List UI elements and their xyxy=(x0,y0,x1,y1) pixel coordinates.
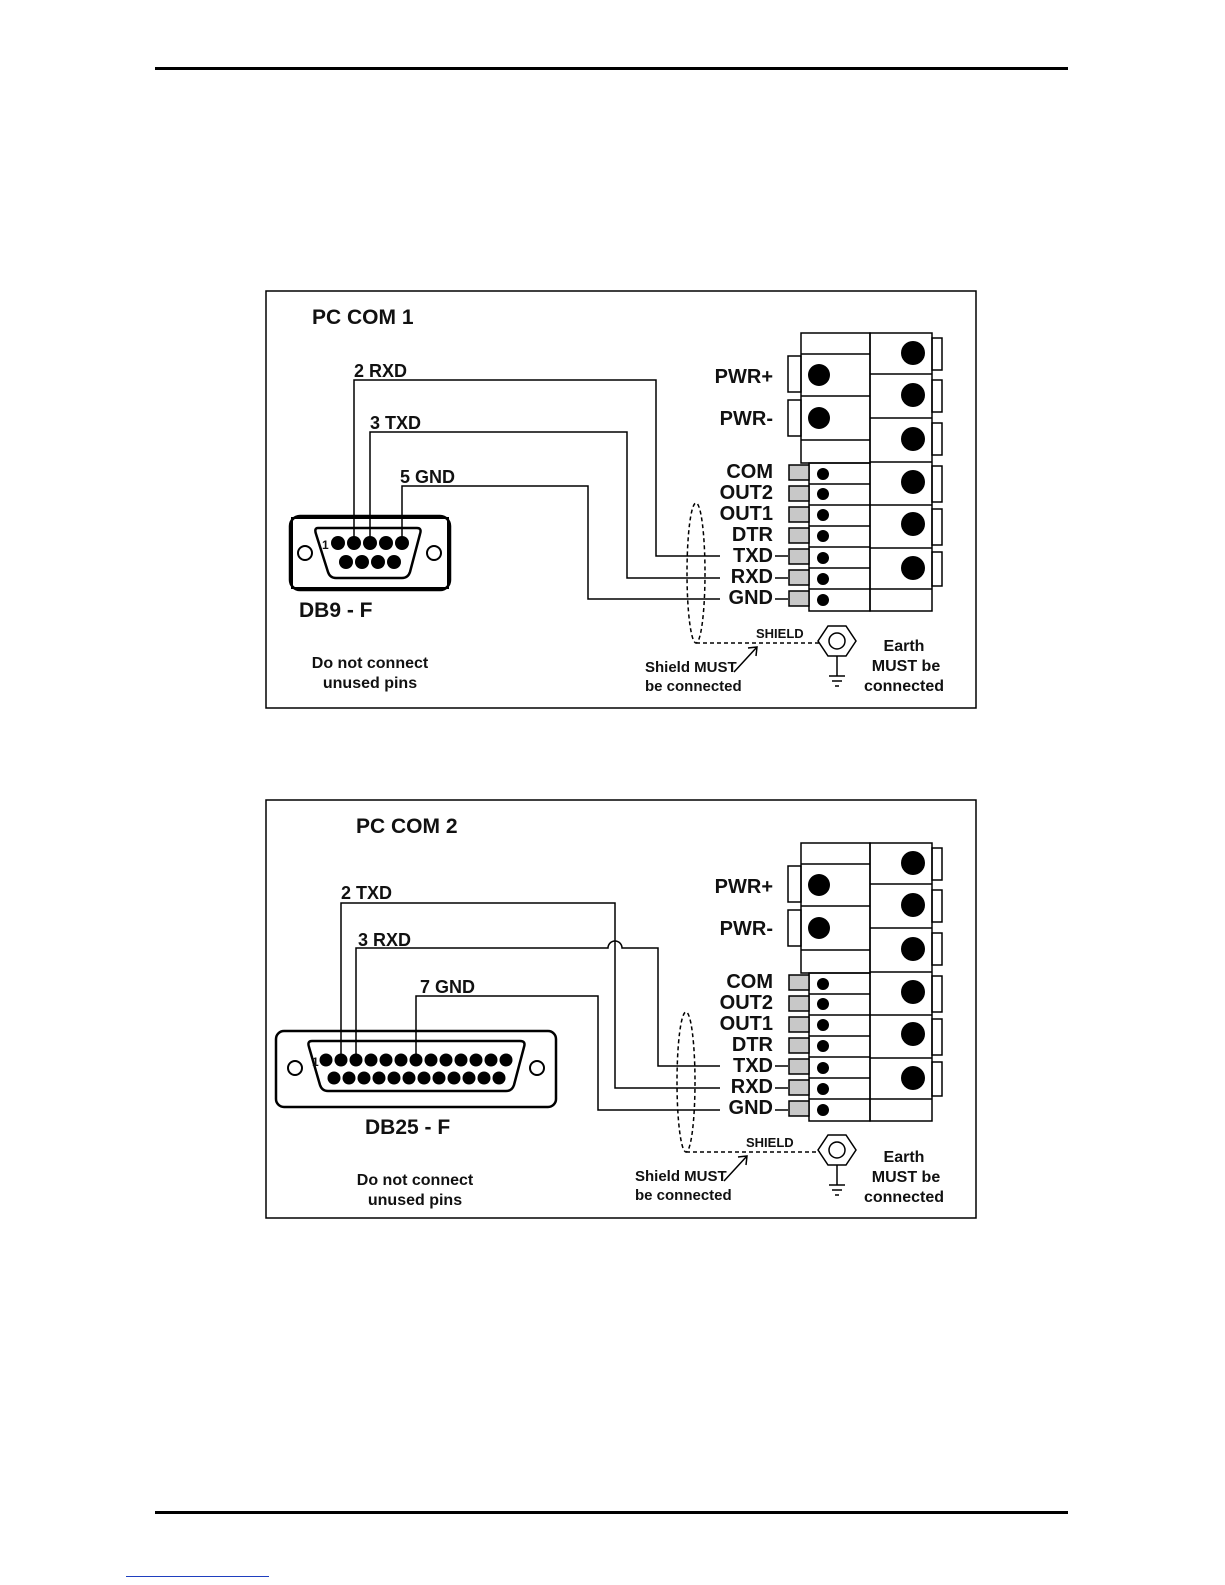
pin1-label: 1 xyxy=(312,1055,319,1069)
diagram-com2: PC COM 2 1 DB25 - F Do not connec xyxy=(265,799,977,1219)
svg-text:COM: COM xyxy=(726,971,773,993)
header-rule xyxy=(155,67,1068,70)
note-line-2: unused pins xyxy=(368,1192,462,1209)
svg-text:DTR: DTR xyxy=(732,524,774,546)
connector-label: DB9 - F xyxy=(299,599,373,622)
earth-stud-icon xyxy=(817,625,857,687)
diagram-frame xyxy=(265,799,977,1219)
power-label-minus: PWR- xyxy=(720,918,773,940)
diagram-title: PC COM 2 xyxy=(356,815,458,838)
power-label-plus: PWR+ xyxy=(715,366,773,388)
pin1-label: 1 xyxy=(322,538,329,552)
shield-note-line-1: Shield MUST xyxy=(635,1168,727,1185)
footer-rule xyxy=(155,1511,1068,1514)
terminal-pins xyxy=(788,464,829,607)
wire-label-3: 7 GND xyxy=(420,977,475,997)
db9-pin-row-bottom xyxy=(339,555,401,569)
wire-label-1: 2 TXD xyxy=(341,883,392,903)
terminal-screws-large xyxy=(808,341,925,580)
note-line-1: Do not connect xyxy=(312,655,429,672)
svg-text:GND: GND xyxy=(729,587,773,609)
wire-label-2: 3 TXD xyxy=(370,413,421,433)
diagram-com1: PC COM 1 1 DB9 - F Do not connect unused… xyxy=(265,290,977,709)
earth-stud-icon xyxy=(817,1134,857,1196)
note-line-1: Do not connect xyxy=(357,1172,474,1189)
wires xyxy=(353,379,720,600)
db25-pin-row-bottom xyxy=(327,1071,506,1085)
connector-label: DB25 - F xyxy=(365,1116,450,1139)
footer-link-underline xyxy=(126,1576,269,1577)
shield-note-line-1: Shield MUST xyxy=(645,659,737,676)
svg-text:OUT1: OUT1 xyxy=(720,1013,773,1035)
terminal-block xyxy=(775,842,943,1122)
wire-label-3: 5 GND xyxy=(400,467,455,487)
earth-note-line-3: connected xyxy=(864,1189,944,1206)
db9-connector: 1 xyxy=(288,514,452,592)
svg-text:TXD: TXD xyxy=(733,545,773,567)
diagram-title: PC COM 1 xyxy=(312,306,414,329)
earth-note-line-2: MUST be xyxy=(872,1169,941,1186)
shield-ellipse xyxy=(686,502,706,644)
diagram-frame xyxy=(265,290,977,709)
svg-text:COM: COM xyxy=(726,461,773,483)
earth-note-line-2: MUST be xyxy=(872,658,941,675)
svg-text:GND: GND xyxy=(729,1097,773,1119)
svg-text:OUT1: OUT1 xyxy=(720,503,773,525)
svg-text:OUT2: OUT2 xyxy=(720,992,773,1014)
wires xyxy=(340,902,720,1111)
wire-label-2: 3 RXD xyxy=(358,930,411,950)
earth-note-line-1: Earth xyxy=(884,1149,925,1166)
terminal-labels: COM OUT2 OUT1 DTR TXD RXD GND xyxy=(720,461,774,609)
wire-label-1: 2 RXD xyxy=(354,361,407,381)
note-line-2: unused pins xyxy=(323,675,417,692)
terminal-block xyxy=(775,332,943,612)
arrow-icon xyxy=(723,1155,748,1182)
db25-pin-row-top xyxy=(319,1053,513,1067)
power-label-plus: PWR+ xyxy=(715,876,773,898)
power-label-minus: PWR- xyxy=(720,408,773,430)
shield-label: SHIELD xyxy=(756,626,804,641)
svg-text:OUT2: OUT2 xyxy=(720,482,773,504)
terminal-labels: COM OUT2 OUT1 DTR TXD RXD GND xyxy=(720,971,774,1119)
terminal-pins xyxy=(788,974,829,1117)
earth-note-line-1: Earth xyxy=(884,638,925,655)
shield-label: SHIELD xyxy=(746,1135,794,1150)
svg-text:RXD: RXD xyxy=(731,566,773,588)
svg-text:RXD: RXD xyxy=(731,1076,773,1098)
db9-pin-row-top xyxy=(331,536,409,550)
arrow-icon xyxy=(733,646,758,673)
svg-text:DTR: DTR xyxy=(732,1034,774,1056)
shield-note-line-2: be connected xyxy=(635,1187,732,1204)
svg-text:TXD: TXD xyxy=(733,1055,773,1077)
terminal-screws-large xyxy=(808,851,925,1090)
shield-note-line-2: be connected xyxy=(645,678,742,695)
shield-ellipse xyxy=(676,1011,696,1153)
earth-note-line-3: connected xyxy=(864,678,944,695)
